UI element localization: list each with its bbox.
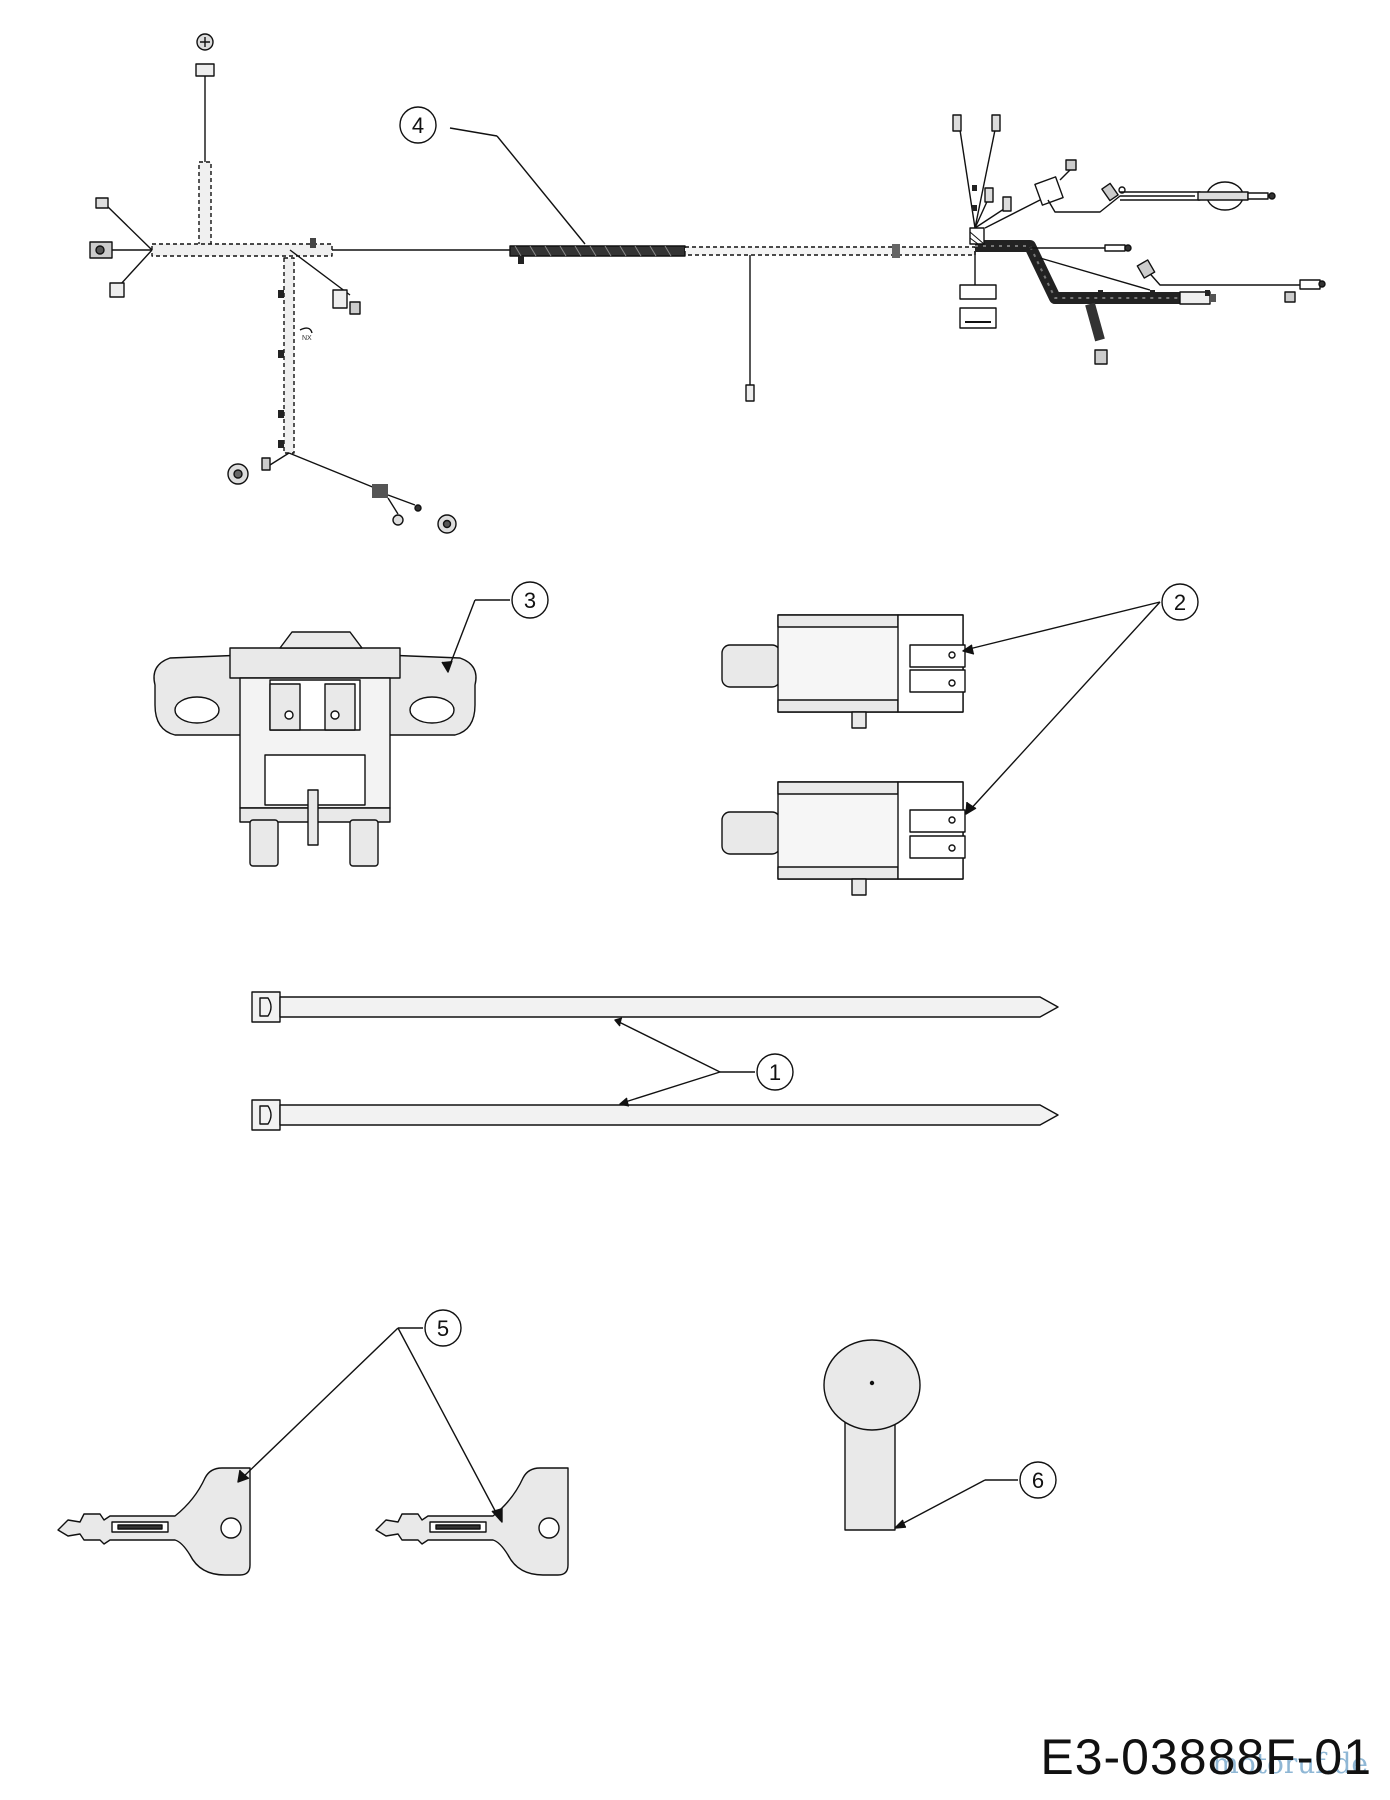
callout-4: 4 [399,106,586,245]
callout-1: 1 [614,1017,794,1107]
svg-text:NX: NX [302,335,312,342]
ignition-switch [153,631,477,867]
plunger-switch-lower [721,781,966,896]
callout-2-label: 2 [1174,590,1186,615]
top-round-connector [195,33,215,77]
left-branch-connectors [89,197,316,298]
watermark: motoruf.de [1212,1747,1368,1780]
knob [823,1339,921,1531]
cable-tie-upper [251,991,1059,1023]
plunger-switch-upper [721,614,966,729]
callout-5: 5 [237,1309,503,1523]
callout-5-label: 5 [437,1316,449,1341]
drawing-number: E3-03888F-01 [1040,1729,1372,1785]
callout-2: 2 [962,583,1199,815]
callout-1-label: 1 [769,1060,781,1085]
key-left [57,1467,251,1576]
callout-6: 6 [894,1461,1057,1529]
callout-6-label: 6 [1032,1468,1044,1493]
callout-3: 3 [441,581,549,673]
callout-3-label: 3 [524,588,536,613]
wiring-harness: NX [89,33,1326,534]
callout-4-label: 4 [412,113,424,138]
cable-tie-lower [251,1099,1059,1131]
key-right [375,1467,569,1576]
